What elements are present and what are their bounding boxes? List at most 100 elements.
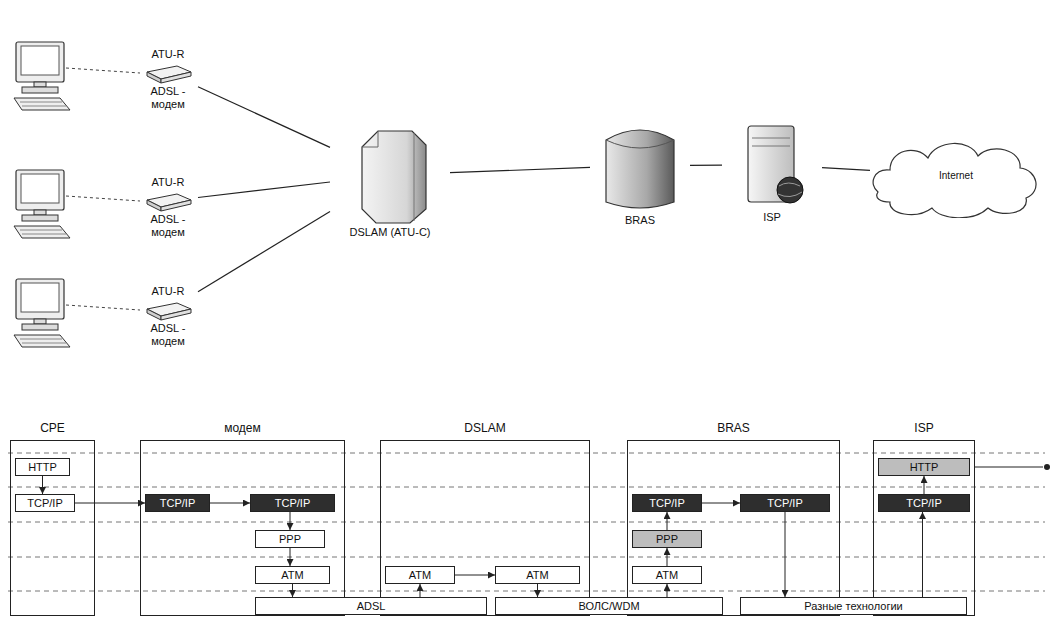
connector: [785, 512, 786, 597]
circle-shape: [777, 177, 803, 203]
protocol-label: PPP: [279, 533, 301, 545]
connector: [822, 168, 870, 171]
protocol-box: TCP/IP: [878, 494, 970, 512]
path-shape: [873, 143, 1036, 217]
connector: [198, 87, 330, 148]
modem-icon: [143, 62, 193, 84]
stack-heading: DSLAM: [381, 421, 589, 435]
protocol-label: TCP/IP: [275, 497, 310, 509]
modem-icon: [143, 299, 193, 321]
connector: [455, 575, 495, 576]
stack-box: DSLAMATMATM: [380, 440, 590, 616]
device-label: ATU-R: [138, 48, 198, 61]
connector: [450, 167, 590, 172]
dslam-node: DSLAM (ATU-C): [330, 125, 450, 239]
band-label: ADSL: [357, 600, 386, 612]
path-shape: [606, 140, 674, 148]
cloud-label: Internet: [939, 170, 973, 181]
polygon-shape: [147, 309, 161, 320]
polygon-shape: [161, 309, 191, 320]
device-label: ATU-R: [138, 285, 198, 298]
device-label: ADSL - модем: [138, 85, 198, 111]
polyline-shape: [362, 131, 378, 147]
protocol-box: TCP/IP: [740, 494, 830, 512]
modem-icon: [143, 190, 193, 212]
protocol-label: ATM: [656, 569, 678, 581]
dashed-divider: [8, 557, 1045, 558]
stack-box: CPEHTTPTCP/IP: [10, 440, 95, 616]
modem-node: ATU-R ADSL - модем: [138, 285, 198, 348]
stack-box: ISPHTTPTCP/IP: [873, 440, 975, 616]
protocol-box: PPP: [632, 530, 702, 548]
device-label: DSLAM (ATU-C): [330, 225, 450, 239]
connector: [667, 512, 668, 530]
connector: [702, 503, 740, 504]
stack-box: BRASTCP/IPTCP/IPPPPATM: [627, 440, 840, 616]
connector: [537, 584, 538, 597]
connector: [198, 182, 330, 198]
dashed-divider: [8, 487, 1045, 488]
line-shape: [414, 133, 415, 221]
protocol-label: ATM: [526, 569, 548, 581]
protocol-label: TCP/IP: [160, 497, 195, 509]
polygon-shape: [362, 131, 426, 223]
output-line: [974, 466, 1043, 467]
protocol-box: PPP: [255, 530, 325, 548]
protocol-box: TCP/IP: [250, 494, 335, 512]
connector: [667, 548, 668, 566]
polygon-shape: [161, 200, 191, 211]
protocol-box: TCP/IP: [145, 494, 210, 512]
computer: [14, 279, 70, 347]
stack-box: модемTCP/IPTCP/IPPPPATM: [140, 440, 345, 616]
protocol-box: ATM: [385, 566, 455, 584]
protocol-box: TCP/IP: [15, 494, 75, 512]
protocol-box: ATM: [495, 566, 580, 584]
line-shape: [752, 138, 790, 139]
polygon-shape: [147, 72, 161, 83]
connector: [290, 512, 291, 530]
dashed-divider: [8, 591, 1045, 592]
dashed-link: [66, 68, 140, 73]
device-label: BRAS: [590, 213, 690, 227]
transport-band: ADSL: [255, 597, 487, 615]
protocol-label: TCP/IP: [649, 497, 684, 509]
protocol-label: HTTP: [28, 461, 57, 473]
connector: [75, 503, 145, 504]
stack-heading: BRAS: [628, 421, 839, 435]
protocol-label: HTTP: [910, 461, 939, 473]
connector: [922, 512, 923, 597]
computer: [14, 170, 70, 238]
protocol-label: PPP: [656, 533, 678, 545]
internet-cloud: Internet: [870, 132, 1042, 218]
bras-icon: [590, 118, 690, 213]
line-shape: [752, 146, 790, 147]
stack-heading: ISP: [874, 421, 974, 435]
protocol-box: HTTP: [878, 458, 970, 476]
connector: [667, 584, 668, 597]
dashed-link: [66, 196, 140, 201]
protocol-box: HTTP: [15, 458, 70, 476]
transport-band: Разные технологии: [740, 597, 967, 615]
protocol-label: ATM: [281, 569, 303, 581]
connector: [420, 584, 421, 597]
device-label: ADSL - модем: [138, 322, 198, 348]
protocol-box: ATM: [632, 566, 702, 584]
stack-heading: CPE: [11, 421, 94, 435]
protocol-label: TCP/IP: [767, 497, 802, 509]
polygon-shape: [147, 200, 161, 211]
path-shape: [606, 130, 674, 208]
connector: [292, 584, 293, 597]
isp-node: ISP: [722, 120, 822, 224]
band-label: ВОЛС/WDM: [578, 600, 639, 612]
band-label: Разные технологии: [804, 600, 902, 612]
connector: [290, 548, 291, 566]
computer: [14, 42, 70, 110]
modem-node: ATU-R ADSL - модем: [138, 48, 198, 111]
polygon-shape: [161, 72, 191, 83]
dashed-divider: [8, 453, 1045, 454]
protocol-label: TCP/IP: [906, 497, 941, 509]
stack-heading: модем: [141, 421, 344, 435]
dashed-divider: [8, 522, 1045, 523]
modem-node: ATU-RADSL - модем: [138, 176, 198, 239]
